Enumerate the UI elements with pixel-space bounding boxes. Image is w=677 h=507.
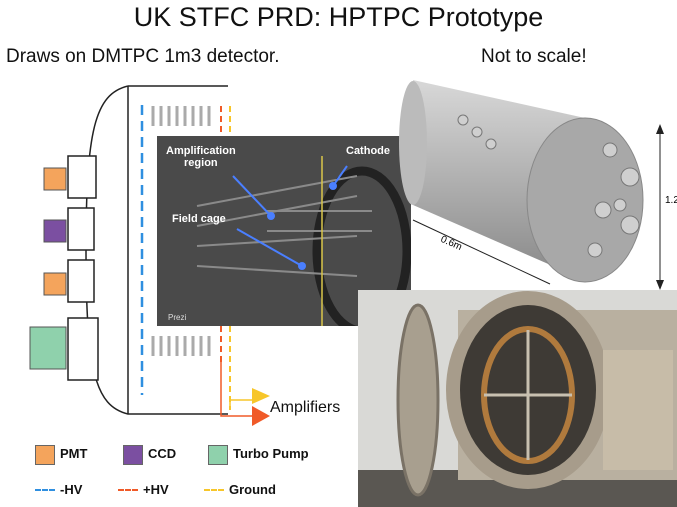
slide-subtitle: Draws on DMTPC 1m3 detector. xyxy=(6,46,280,67)
legend-ground-swatch xyxy=(204,489,224,491)
legend-pmt-label: PMT xyxy=(60,446,88,461)
height-label: 1.2 xyxy=(665,195,677,206)
amplifier-triangle-ground xyxy=(252,388,270,404)
amplifier-triangle-hv xyxy=(252,406,270,426)
legend-turbo-pump-label: Turbo Pump xyxy=(233,446,309,461)
pmt-box-bottom xyxy=(43,272,67,296)
legend-ground-label: Ground xyxy=(229,482,276,497)
amplifiers-label: Amplifiers xyxy=(270,399,341,416)
legend-plus-hv-label: +HV xyxy=(143,482,169,497)
scale-note: Not to scale! xyxy=(481,46,587,67)
legend-minus-hv-label: -HV xyxy=(60,482,83,497)
cathode-label: Cathode xyxy=(346,145,390,157)
legend-minus-hv-swatch xyxy=(35,489,55,491)
legend-ccd-swatch xyxy=(123,445,143,465)
legend-plus-hv-swatch xyxy=(118,489,138,491)
ccd-box xyxy=(43,219,67,243)
prototype-lab-photo xyxy=(358,290,677,507)
legend-ccd-label: CCD xyxy=(148,446,177,461)
turbo-pump-box xyxy=(29,326,67,370)
prezi-watermark: Prezi xyxy=(168,313,187,322)
vessel-render xyxy=(399,80,664,290)
pmt-box-top xyxy=(43,167,67,191)
slide-title: UK STFC PRD: HPTPC Prototype xyxy=(133,2,544,32)
amplification-region-label: Amplification region xyxy=(166,145,236,169)
field-cage-label: Field cage xyxy=(172,213,226,225)
legend-pmt-swatch xyxy=(35,445,55,465)
legend-turbo-pump-swatch xyxy=(208,445,228,465)
